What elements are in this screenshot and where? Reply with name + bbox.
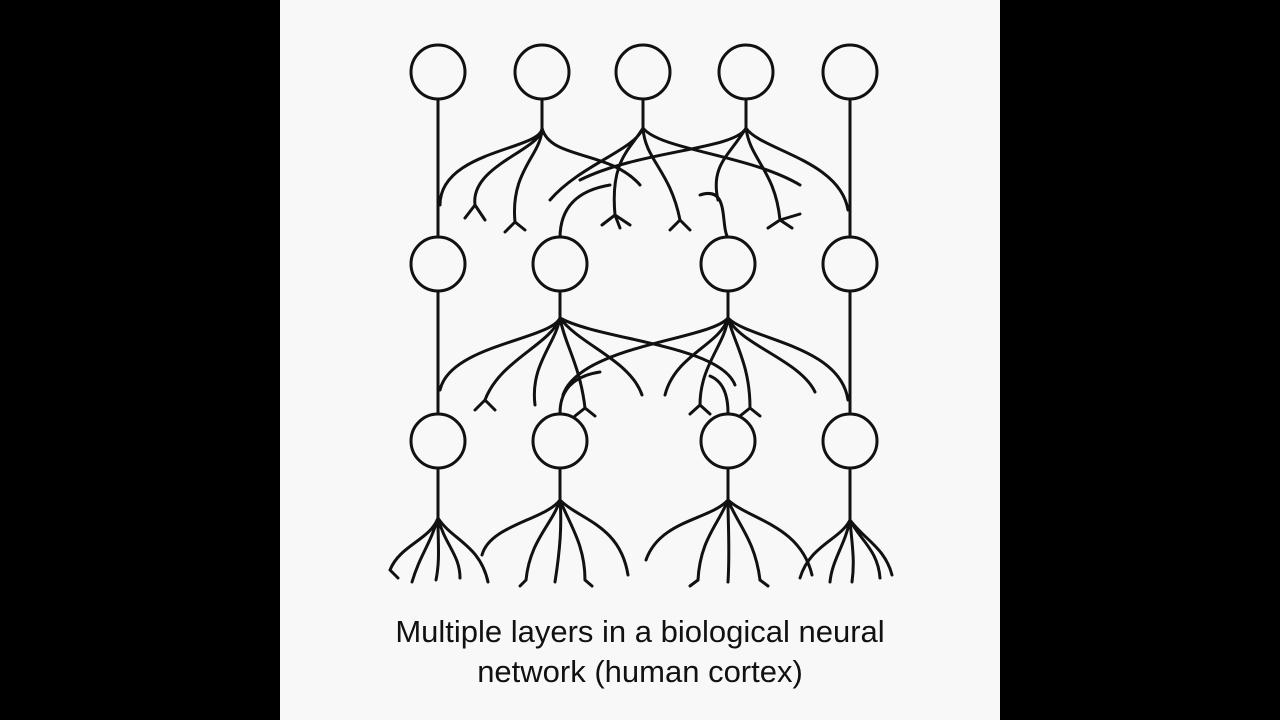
- dendrite-l1-n3: [548, 98, 802, 232]
- neuron-l3-1: [409, 412, 467, 470]
- neuron-l3-4: [821, 412, 879, 470]
- dendrite-l1-n2: [438, 98, 642, 234]
- layer-2-connections: [436, 290, 852, 418]
- neuron-l1-5: [821, 43, 879, 101]
- neuron-l3-3: [699, 412, 757, 470]
- layer-3-connections: [388, 468, 894, 588]
- dendrite-l3-n1: [388, 468, 490, 584]
- dendrite-l1-merge: [558, 183, 730, 240]
- neuron-l1-3: [614, 43, 672, 101]
- neural-network-diagram: [388, 43, 894, 588]
- layer-2-neurons: [409, 235, 879, 293]
- dendrite-l2-n3: [561, 290, 850, 418]
- neuron-l2-2: [531, 235, 589, 293]
- neuron-l2-3: [699, 235, 757, 293]
- layer-1-connections: [436, 98, 852, 240]
- neuron-l2-1: [409, 235, 467, 293]
- dendrite-l3-n4: [798, 468, 894, 584]
- neuron-l1-4: [717, 43, 775, 101]
- diagram-caption: Multiple layers in a biological neural n…: [280, 612, 1000, 692]
- dendrite-l3-n3: [644, 468, 814, 588]
- dendrite-l3-n2: [480, 468, 630, 588]
- caption-line-2: network (human cortex): [477, 654, 803, 689]
- caption-line-1: Multiple layers in a biological neural: [395, 614, 885, 649]
- neuron-l3-2: [531, 412, 589, 470]
- dendrite-l1-n4: [578, 98, 850, 230]
- layer-3-neurons: [409, 412, 879, 470]
- dendrite-l2-n2: [438, 290, 737, 418]
- neuron-l2-4: [821, 235, 879, 293]
- neuron-l1-2: [513, 43, 571, 101]
- dendrite-l2-merge: [558, 370, 730, 415]
- layer-1-neurons: [409, 43, 879, 101]
- illustration-panel: Multiple layers in a biological neural n…: [280, 0, 1000, 720]
- neuron-l1-1: [409, 43, 467, 101]
